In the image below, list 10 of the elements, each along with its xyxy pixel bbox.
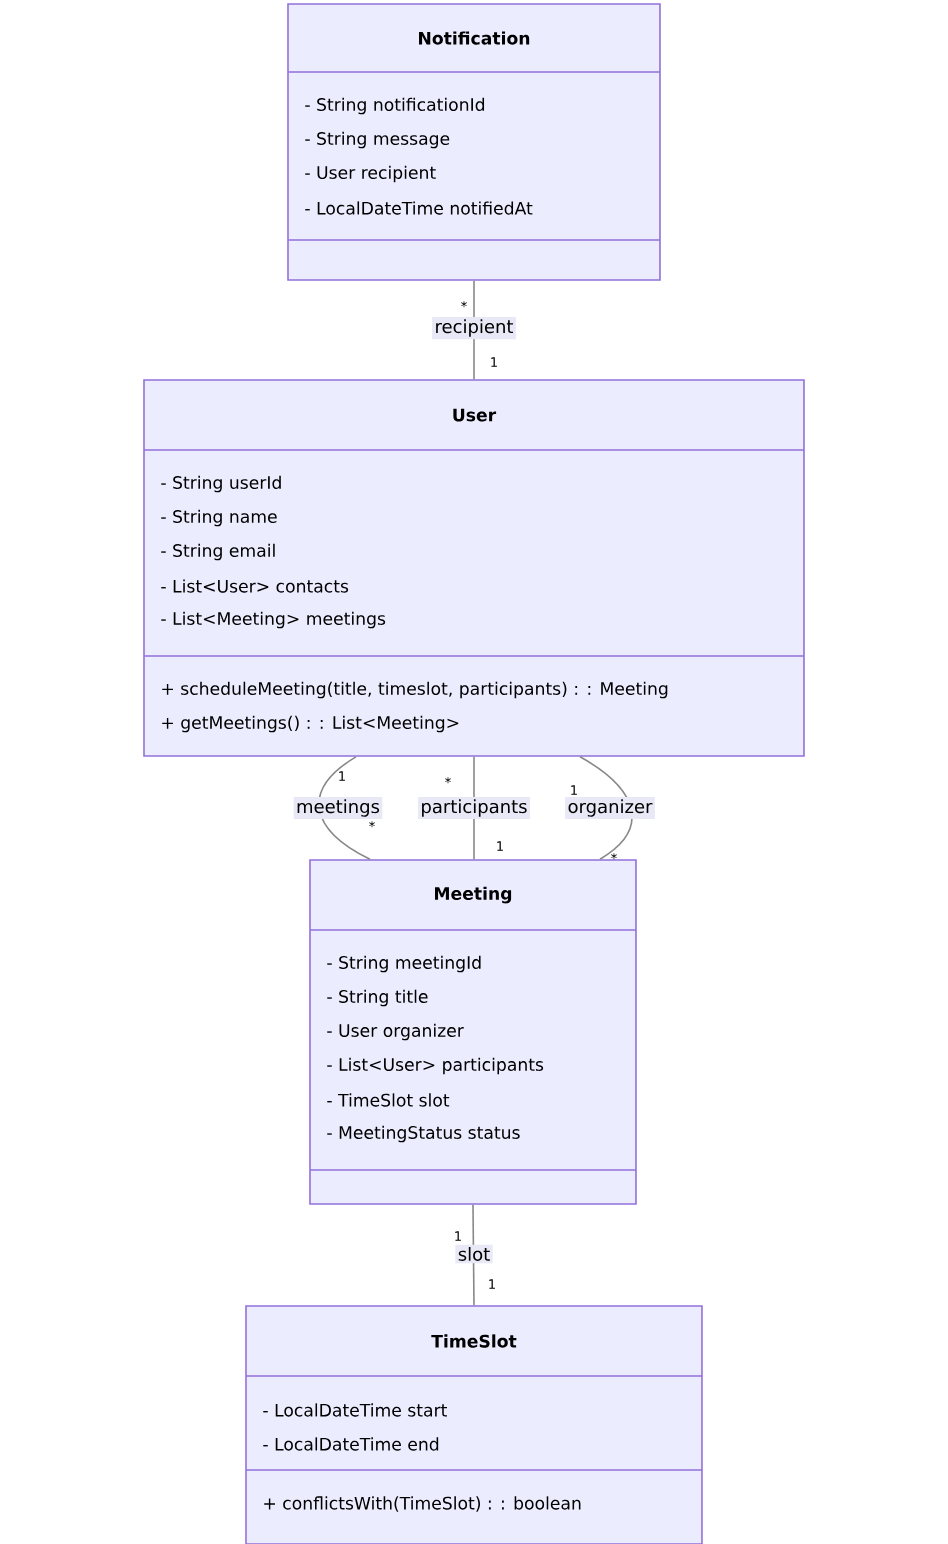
edge-label: recipient [432, 316, 516, 340]
class-box: Meeting - String meetingId - String title - User organizer - List<User> participants - TimeSlot slot - MeetingStatus status [309, 859, 637, 1205]
class-box: TimeSlot - LocalDateTime start - LocalDateTime end + conflictsWith(TimeSlot) : : boolean [245, 1305, 703, 1544]
edge-label: meetings [293, 796, 383, 820]
edge-label: organizer [565, 796, 655, 820]
class-box: User - String userId - String name - String email - List<User> contacts - List<Meeting> meetings + scheduleMeeting(title, timeslot, participants) : : Meeting + getMeetings() : : List<Meeting> [143, 379, 805, 757]
class-box: Notification - String notificationId - String message - User recipient - LocalDateTime notifiedAt [287, 3, 661, 281]
association-line [472, 1204, 475, 1306]
edge-label: slot [455, 1244, 493, 1264]
edge-label: participants [418, 796, 530, 820]
